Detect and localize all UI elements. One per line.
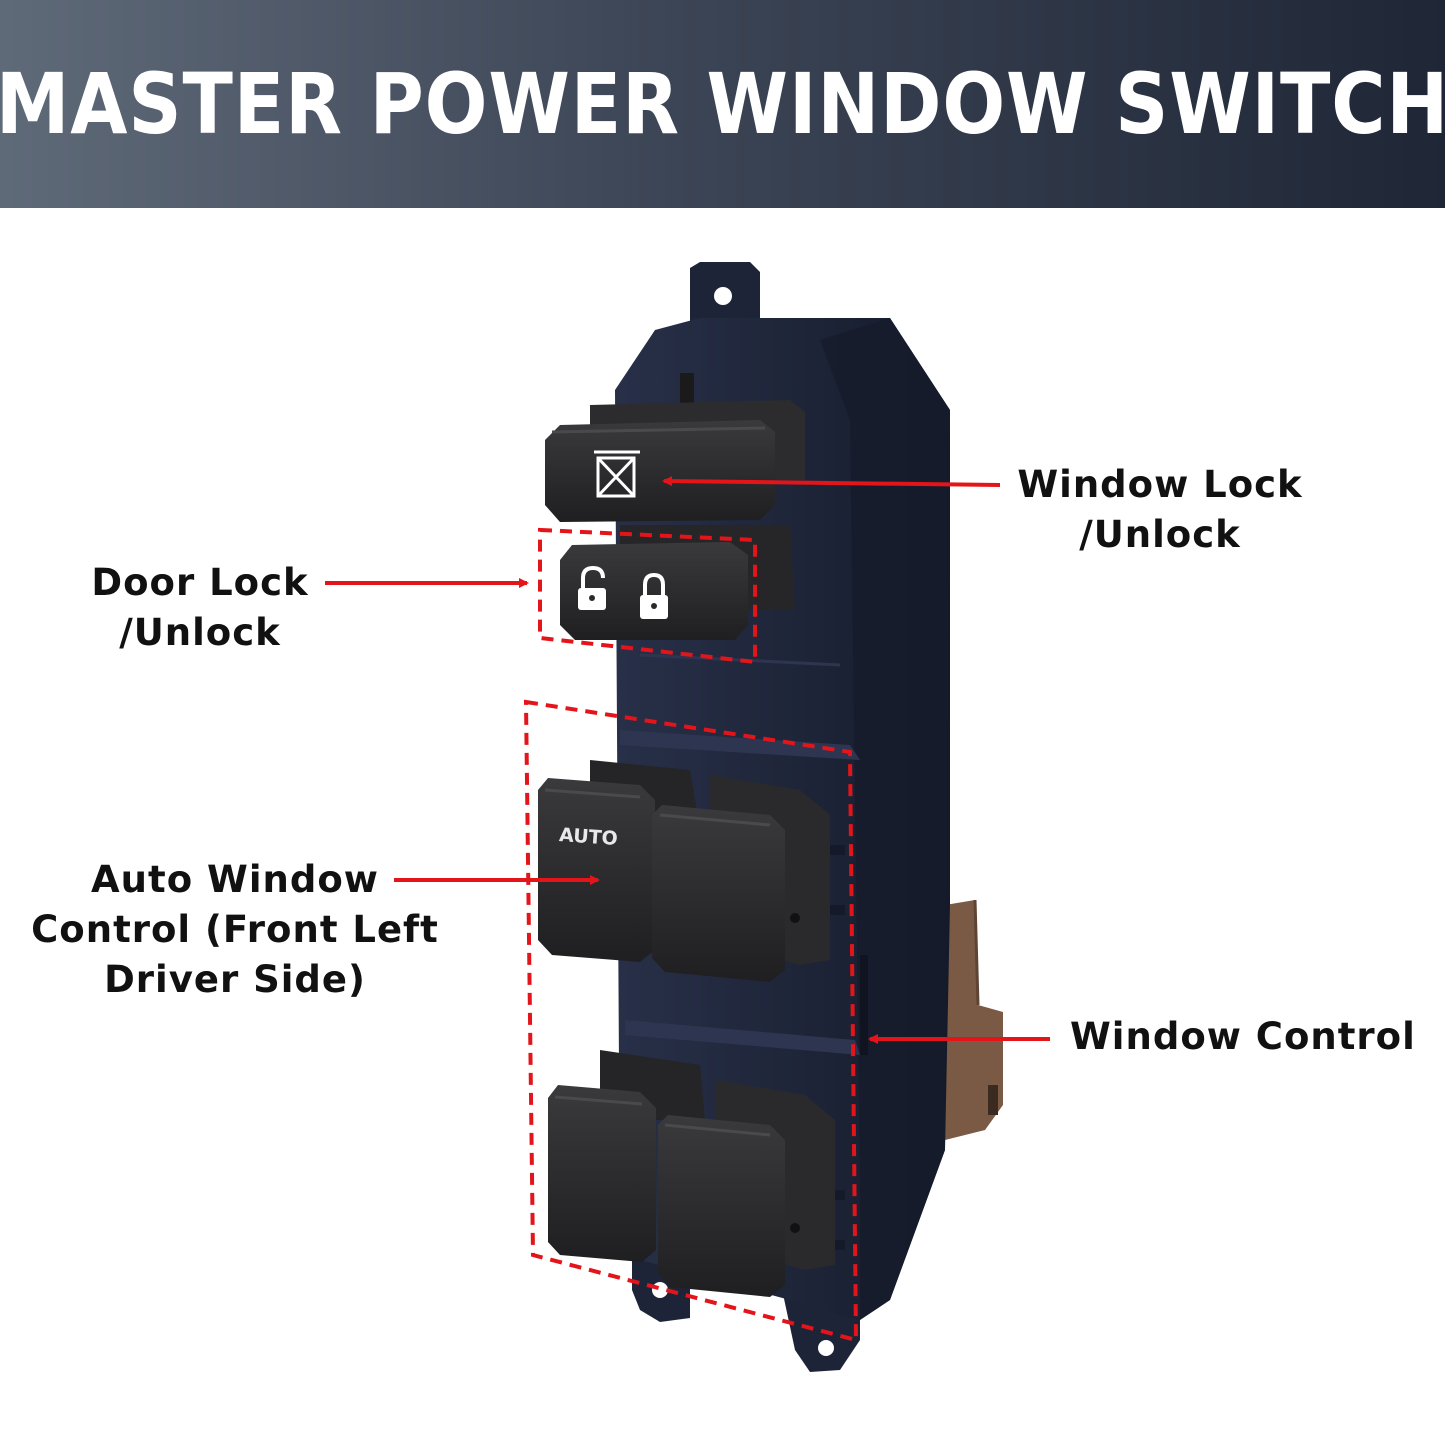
rear-left-window-button[interactable] [548, 1050, 705, 1262]
window-lock-callout: Window Lock /Unlock [1010, 460, 1310, 560]
rear-right-window-button[interactable] [658, 1080, 835, 1297]
window-control-label: Window Control [1070, 1015, 1416, 1058]
window-lock-label-line1: Window Lock [1017, 463, 1303, 506]
door-lock-callout: Door Lock /Unlock [60, 558, 340, 658]
door-lock-label-line2: /Unlock [119, 611, 281, 654]
auto-window-label-line2: Control (Front Left [31, 908, 439, 951]
window-lock-arrow [662, 476, 1001, 487]
window-lock-button[interactable] [545, 400, 805, 522]
lock-icon [640, 572, 668, 619]
auto-window-callout: Auto Window Control (Front Left Driver S… [20, 855, 450, 1005]
front-right-window-button[interactable] [652, 775, 830, 982]
auto-button-label: AUTO [558, 824, 618, 850]
door-lock-highlight-box [538, 527, 757, 665]
window-lock-label-line2: /Unlock [1079, 513, 1241, 556]
door-lock-label-line1: Door Lock [91, 561, 309, 604]
page-title: MASTER POWER WINDOW SWITCH [0, 55, 1445, 153]
auto-window-label-line3: Driver Side) [104, 958, 366, 1001]
unlock-icon [578, 565, 606, 610]
auto-window-label-line1: Auto Window [91, 858, 379, 901]
window-control-callout: Window Control [1070, 1012, 1416, 1062]
window-lock-icon [594, 450, 640, 498]
wire-connector [945, 899, 1003, 1140]
header-banner: MASTER POWER WINDOW SWITCH [0, 0, 1445, 208]
